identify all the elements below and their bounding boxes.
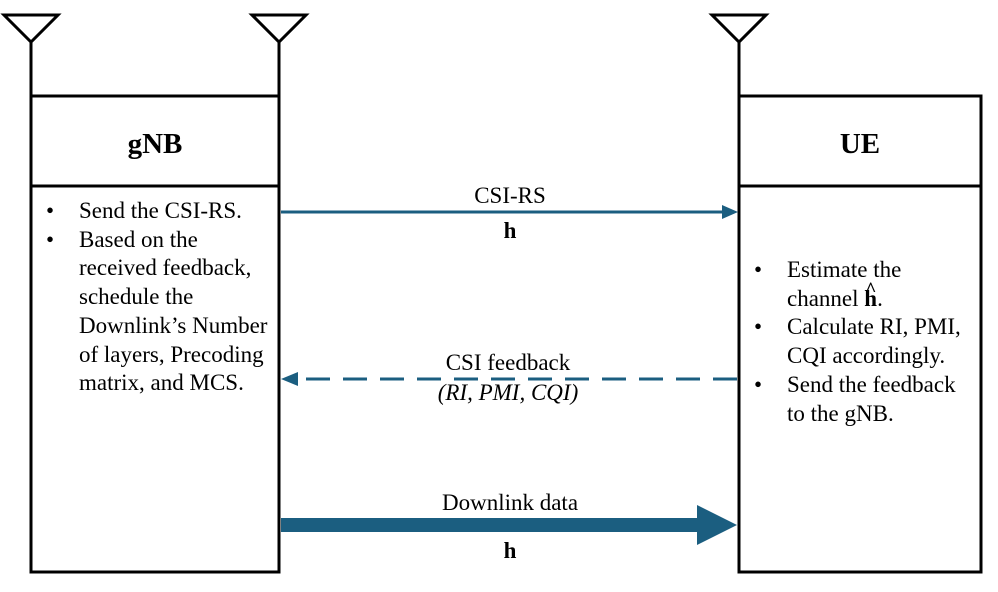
ue-title: UE [839,128,881,160]
downlink-data-symbol: h [503,538,517,563]
ue-antenna-icon [708,13,770,96]
gnb-antenna-left-icon [0,13,62,96]
ue-bullet-calculate: Calculate RI, PMI, CQI accordingly. [742,313,978,370]
csi-feedback-label: CSI feedback [445,350,571,375]
csi-feedback-detail: (RI, PMI, CQI) [437,380,579,405]
csi-feedback-arrow [281,372,737,386]
gnb-bullet-send-csi-rs: Send the CSI-RS. [34,197,274,226]
csi-rs-label: CSI-RS [474,183,546,208]
downlink-data-label: Downlink data [441,490,579,515]
gnb-antenna-right-icon [248,13,310,96]
gnb-title: gNB [127,128,183,160]
ue-box [737,94,983,574]
csi-rs-arrow [281,205,738,219]
gnb-box [29,94,281,574]
channel-estimate-symbol: h [864,276,877,314]
gnb-bullet-schedule: Based on the received feedback, schedule… [34,226,274,398]
gnb-bullet-list: Send the CSI-RS. Based on the received f… [34,197,274,398]
ue-bullet-send-feedback: Send the feedback to the gNB. [742,371,978,428]
ue-bullet-estimate: Estimate the channel h. [742,256,978,313]
ue-bullet-estimate-text: Estimate the channel [787,257,902,311]
csi-rs-symbol: h [503,218,517,243]
downlink-data-arrow [281,505,737,545]
ue-bullet-estimate-period: . [877,285,883,311]
ue-bullet-list: Estimate the channel h. Calculate RI, PM… [742,256,978,428]
